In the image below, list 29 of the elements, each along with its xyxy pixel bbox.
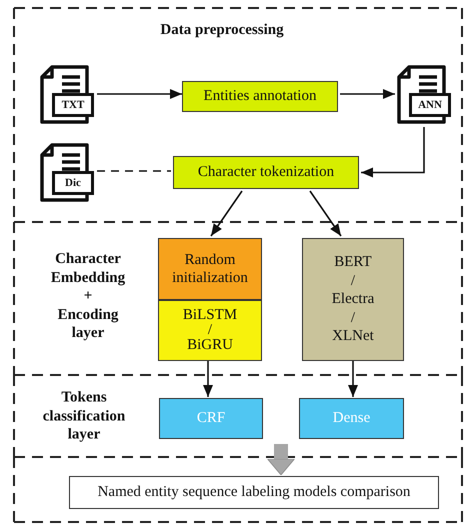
section-heading: Data preprocessing (160, 20, 284, 40)
arrow (340, 89, 395, 99)
result-box: Named entity sequence labeling models comparison (69, 476, 439, 509)
classifier-box: CRF (159, 398, 263, 439)
process-box: Character tokenization (173, 156, 359, 189)
dashed-section (13, 221, 463, 376)
document-file (397, 65, 451, 125)
process-box: BERT / Electra / XLNet (302, 238, 404, 361)
document-file (40, 143, 94, 203)
process-box: BiLSTM / BiGRU (158, 300, 262, 361)
arrow (361, 127, 425, 178)
arrow (348, 361, 358, 397)
file-type-label: ANN (409, 93, 451, 117)
dashed-section (13, 374, 463, 458)
dashed-section (13, 456, 463, 523)
document-file (40, 65, 94, 125)
section-heading: Tokens classification layer (42, 388, 126, 444)
process-box: Random initialization (158, 238, 262, 300)
classifier-box: Dense (299, 398, 404, 439)
file-type-label: TXT (52, 93, 94, 117)
arrow (97, 89, 182, 99)
arrow (309, 190, 342, 236)
arrow (210, 190, 243, 236)
process-box: Entities annotation (182, 81, 338, 112)
block-arrow (267, 444, 295, 476)
dashed-connector (97, 170, 171, 172)
section-heading: Character Embedding + Encoding layer (50, 250, 126, 342)
file-type-label: Dic (52, 171, 94, 195)
arrow (203, 361, 213, 397)
